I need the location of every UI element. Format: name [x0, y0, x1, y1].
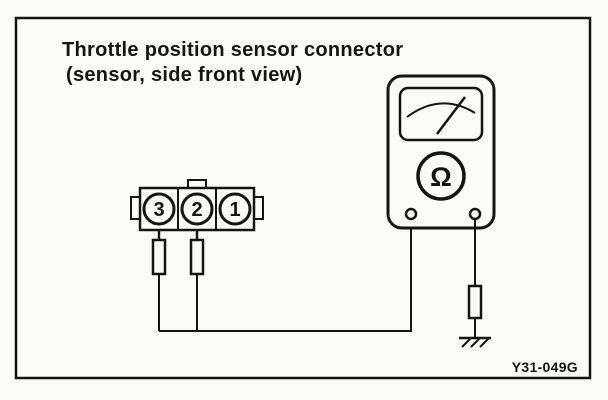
pin-3-label: 3 [153, 199, 164, 221]
ground-lead [459, 219, 491, 348]
figure-title-line2: (sensor, side front view) [66, 64, 302, 86]
figure-border [14, 16, 592, 380]
probe-pin-2 [189, 230, 205, 331]
meter-right-terminal [468, 207, 482, 221]
sensor-connector: 3 2 1 [130, 179, 264, 232]
ground-symbol-icon [459, 336, 491, 348]
ohmmeter-scale-arc [406, 102, 476, 118]
meter-negative-lead-wire [159, 219, 412, 332]
connector-right-tab [253, 196, 264, 220]
connector-left-tab [130, 196, 141, 220]
figure-title-line1: Throttle position sensor connector [62, 39, 403, 61]
ohmmeter-needle [436, 96, 466, 135]
ohm-symbol: Ω [430, 162, 452, 192]
pin-3-circle [142, 192, 176, 226]
ohm-dial-circle [416, 151, 466, 201]
meter-left-terminal [404, 207, 418, 221]
pin-1-circle [218, 192, 252, 226]
probe-2-body [189, 238, 205, 276]
figure-code: Y31-049G [512, 359, 578, 375]
pin-2-label: 2 [191, 199, 202, 221]
probe-pin-3 [151, 230, 167, 331]
ground-probe-body [467, 284, 483, 320]
pin-1-label: 1 [229, 199, 240, 221]
pin-2-circle [180, 192, 214, 226]
probe-3-body [151, 238, 167, 276]
ohmmeter: Ω [386, 74, 496, 230]
